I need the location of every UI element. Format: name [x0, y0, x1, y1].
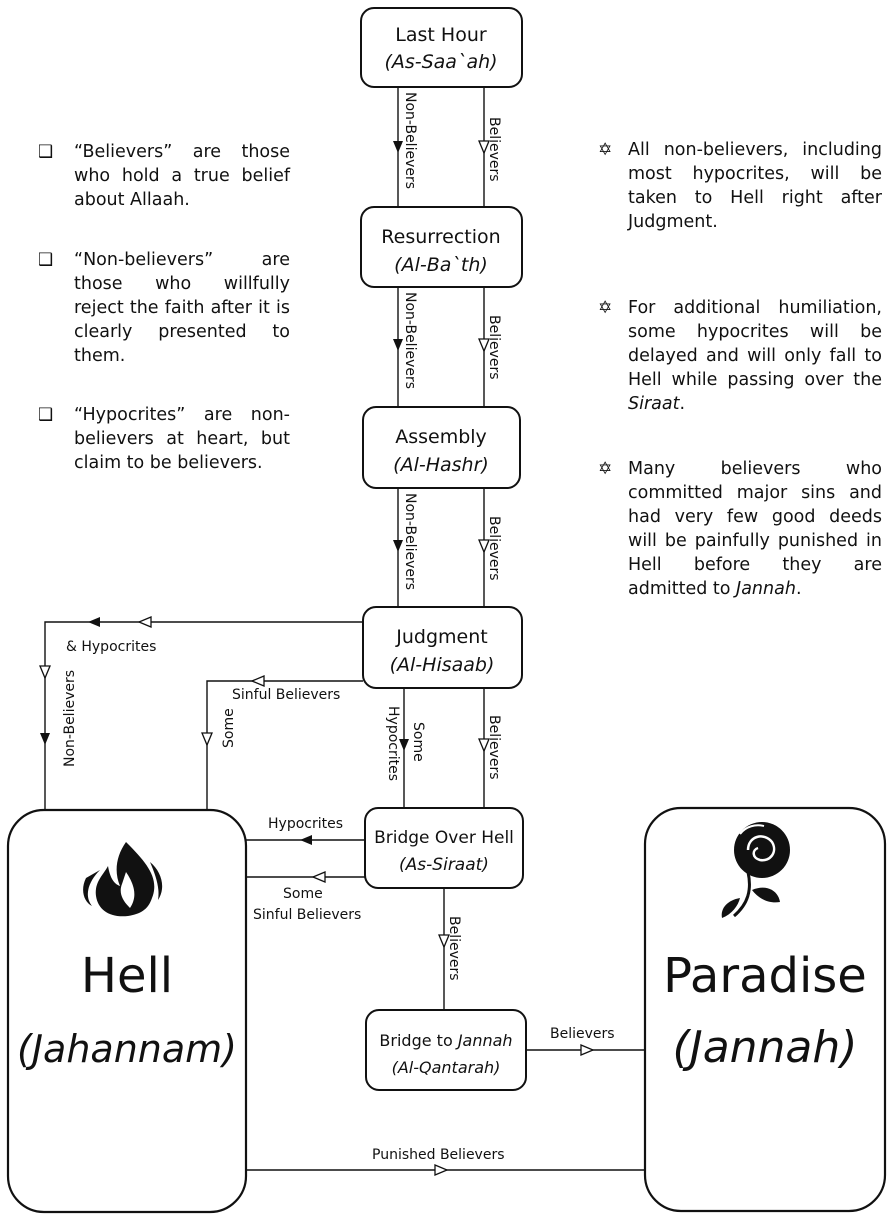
node-title: Judgment [395, 626, 487, 648]
node-last-hour: Last Hour (As-Saa`ah) [360, 7, 523, 88]
edge-label-believers: Believers [486, 315, 502, 380]
definition-text: “Hypocrites” are non-believers at heart,… [74, 405, 290, 473]
edge-label-hypocrites: Hypocrites [268, 816, 343, 832]
hell-destination: Hell (Jahannam) [6, 808, 248, 1214]
edge-label-non-believers: Non-Believers [402, 92, 418, 189]
node-subtitle: (As-Saa`ah) [384, 51, 497, 73]
edge-label-sinful-believers: Sinful Believers [232, 687, 340, 703]
node-bridge-over-hell: Bridge Over Hell (As-Siraat) [364, 807, 524, 889]
note-text: For additional humiliation, some hypocri… [628, 296, 882, 416]
note-text-tail: . [795, 579, 802, 599]
hollow-arrows [39, 140, 595, 1176]
edge-label-believers: Believers [486, 715, 502, 780]
edge-label-believers: Believers [446, 916, 462, 981]
hell-subtitle: (Jahannam) [17, 1027, 237, 1071]
checkbox-icon: ❑ [38, 142, 54, 162]
edge-label-non-believers: Non-Believers [402, 292, 418, 389]
note-text-tail: . [679, 394, 686, 414]
node-subtitle: (As-Siraat) [399, 855, 489, 875]
star-icon: ✡ [598, 298, 613, 318]
node-title: Last Hour [395, 24, 487, 46]
paradise-destination: Paradise (Jannah) [643, 806, 887, 1213]
definition-text: “Believers” are those who hold a true be… [74, 142, 290, 210]
note-sinful-believers: ✡ Many believers who committed major sin… [598, 457, 882, 601]
definition-non-believers: ❑ “Non-believers” are those who willfull… [38, 248, 290, 368]
definition-text: “Non-believers” are those who willfully … [74, 250, 290, 366]
edge-label-believers: Believers [486, 516, 502, 581]
edge-label-believers: Believers [486, 117, 502, 182]
node-title: Bridge Over Hell [374, 828, 514, 848]
star-icon: ✡ [598, 459, 613, 479]
edge-label-non-believers: Non-Believers [402, 493, 418, 590]
node-subtitle: (Al-Qantarah) [392, 1058, 501, 1077]
hell-title: Hell [81, 948, 173, 1004]
node-subtitle: (Al-Ba`th) [394, 254, 488, 276]
note-text: All non-believers, including most hypocr… [628, 140, 882, 232]
note-text-main: Many believers who committed major sins … [628, 459, 882, 599]
checkbox-icon: ❑ [38, 405, 54, 425]
edge-label-and-hypocrites: & Hypocrites [66, 639, 156, 655]
node-title-plain: Bridge to [379, 1031, 457, 1050]
note-text-main: For additional humiliation, some hypocri… [628, 298, 882, 390]
edge-label-non-believers: Non-Believers [62, 670, 78, 767]
paradise-title: Paradise [663, 948, 867, 1004]
star-icon: ✡ [598, 140, 613, 160]
node-assembly: Assembly (Al-Hashr) [362, 406, 521, 489]
note-text-italic: Siraat [628, 394, 680, 414]
node-subtitle: (Al-Hisaab) [390, 654, 495, 676]
note-text-italic: Jannah [736, 579, 796, 599]
node-title: Bridge to Jannah [379, 1031, 512, 1050]
node-subtitle: (Al-Hashr) [393, 454, 489, 476]
rose-icon [721, 822, 790, 918]
flame-icon [83, 842, 163, 917]
checkbox-icon: ❑ [38, 250, 54, 270]
node-title-italic: Jannah [455, 1031, 513, 1050]
node-title: Resurrection [381, 226, 500, 248]
note-non-believers: ✡ All non-believers, including most hypo… [598, 138, 882, 234]
edge-label-sinful-believers: Sinful Believers [253, 907, 361, 923]
definition-hypocrites: ❑ “Hypocrites” are non-believers at hear… [38, 403, 290, 475]
edge-label-believers: Believers [550, 1026, 615, 1042]
edge-label-punished-believers: Punished Believers [372, 1147, 505, 1163]
note-hypocrites-delayed: ✡ For additional humiliation, some hypoc… [598, 296, 882, 416]
node-resurrection: Resurrection (Al-Ba`th) [360, 206, 523, 288]
edge-label-some: Some [283, 886, 323, 902]
filled-arrows [40, 141, 409, 845]
paradise-subtitle: (Jannah) [673, 1022, 858, 1073]
node-bridge-to-jannah: Bridge to Jannah (Al-Qantarah) [365, 1009, 527, 1091]
node-title: Assembly [395, 426, 487, 448]
node-judgment: Judgment (Al-Hisaab) [362, 606, 523, 689]
edge-label-some: Some [410, 722, 426, 762]
edge-label-some: Some [221, 708, 237, 748]
definition-believers: ❑ “Believers” are those who hold a true … [38, 140, 290, 212]
edge-label-hypocrites: Hypocrites [385, 706, 401, 781]
note-text: Many believers who committed major sins … [628, 457, 882, 601]
